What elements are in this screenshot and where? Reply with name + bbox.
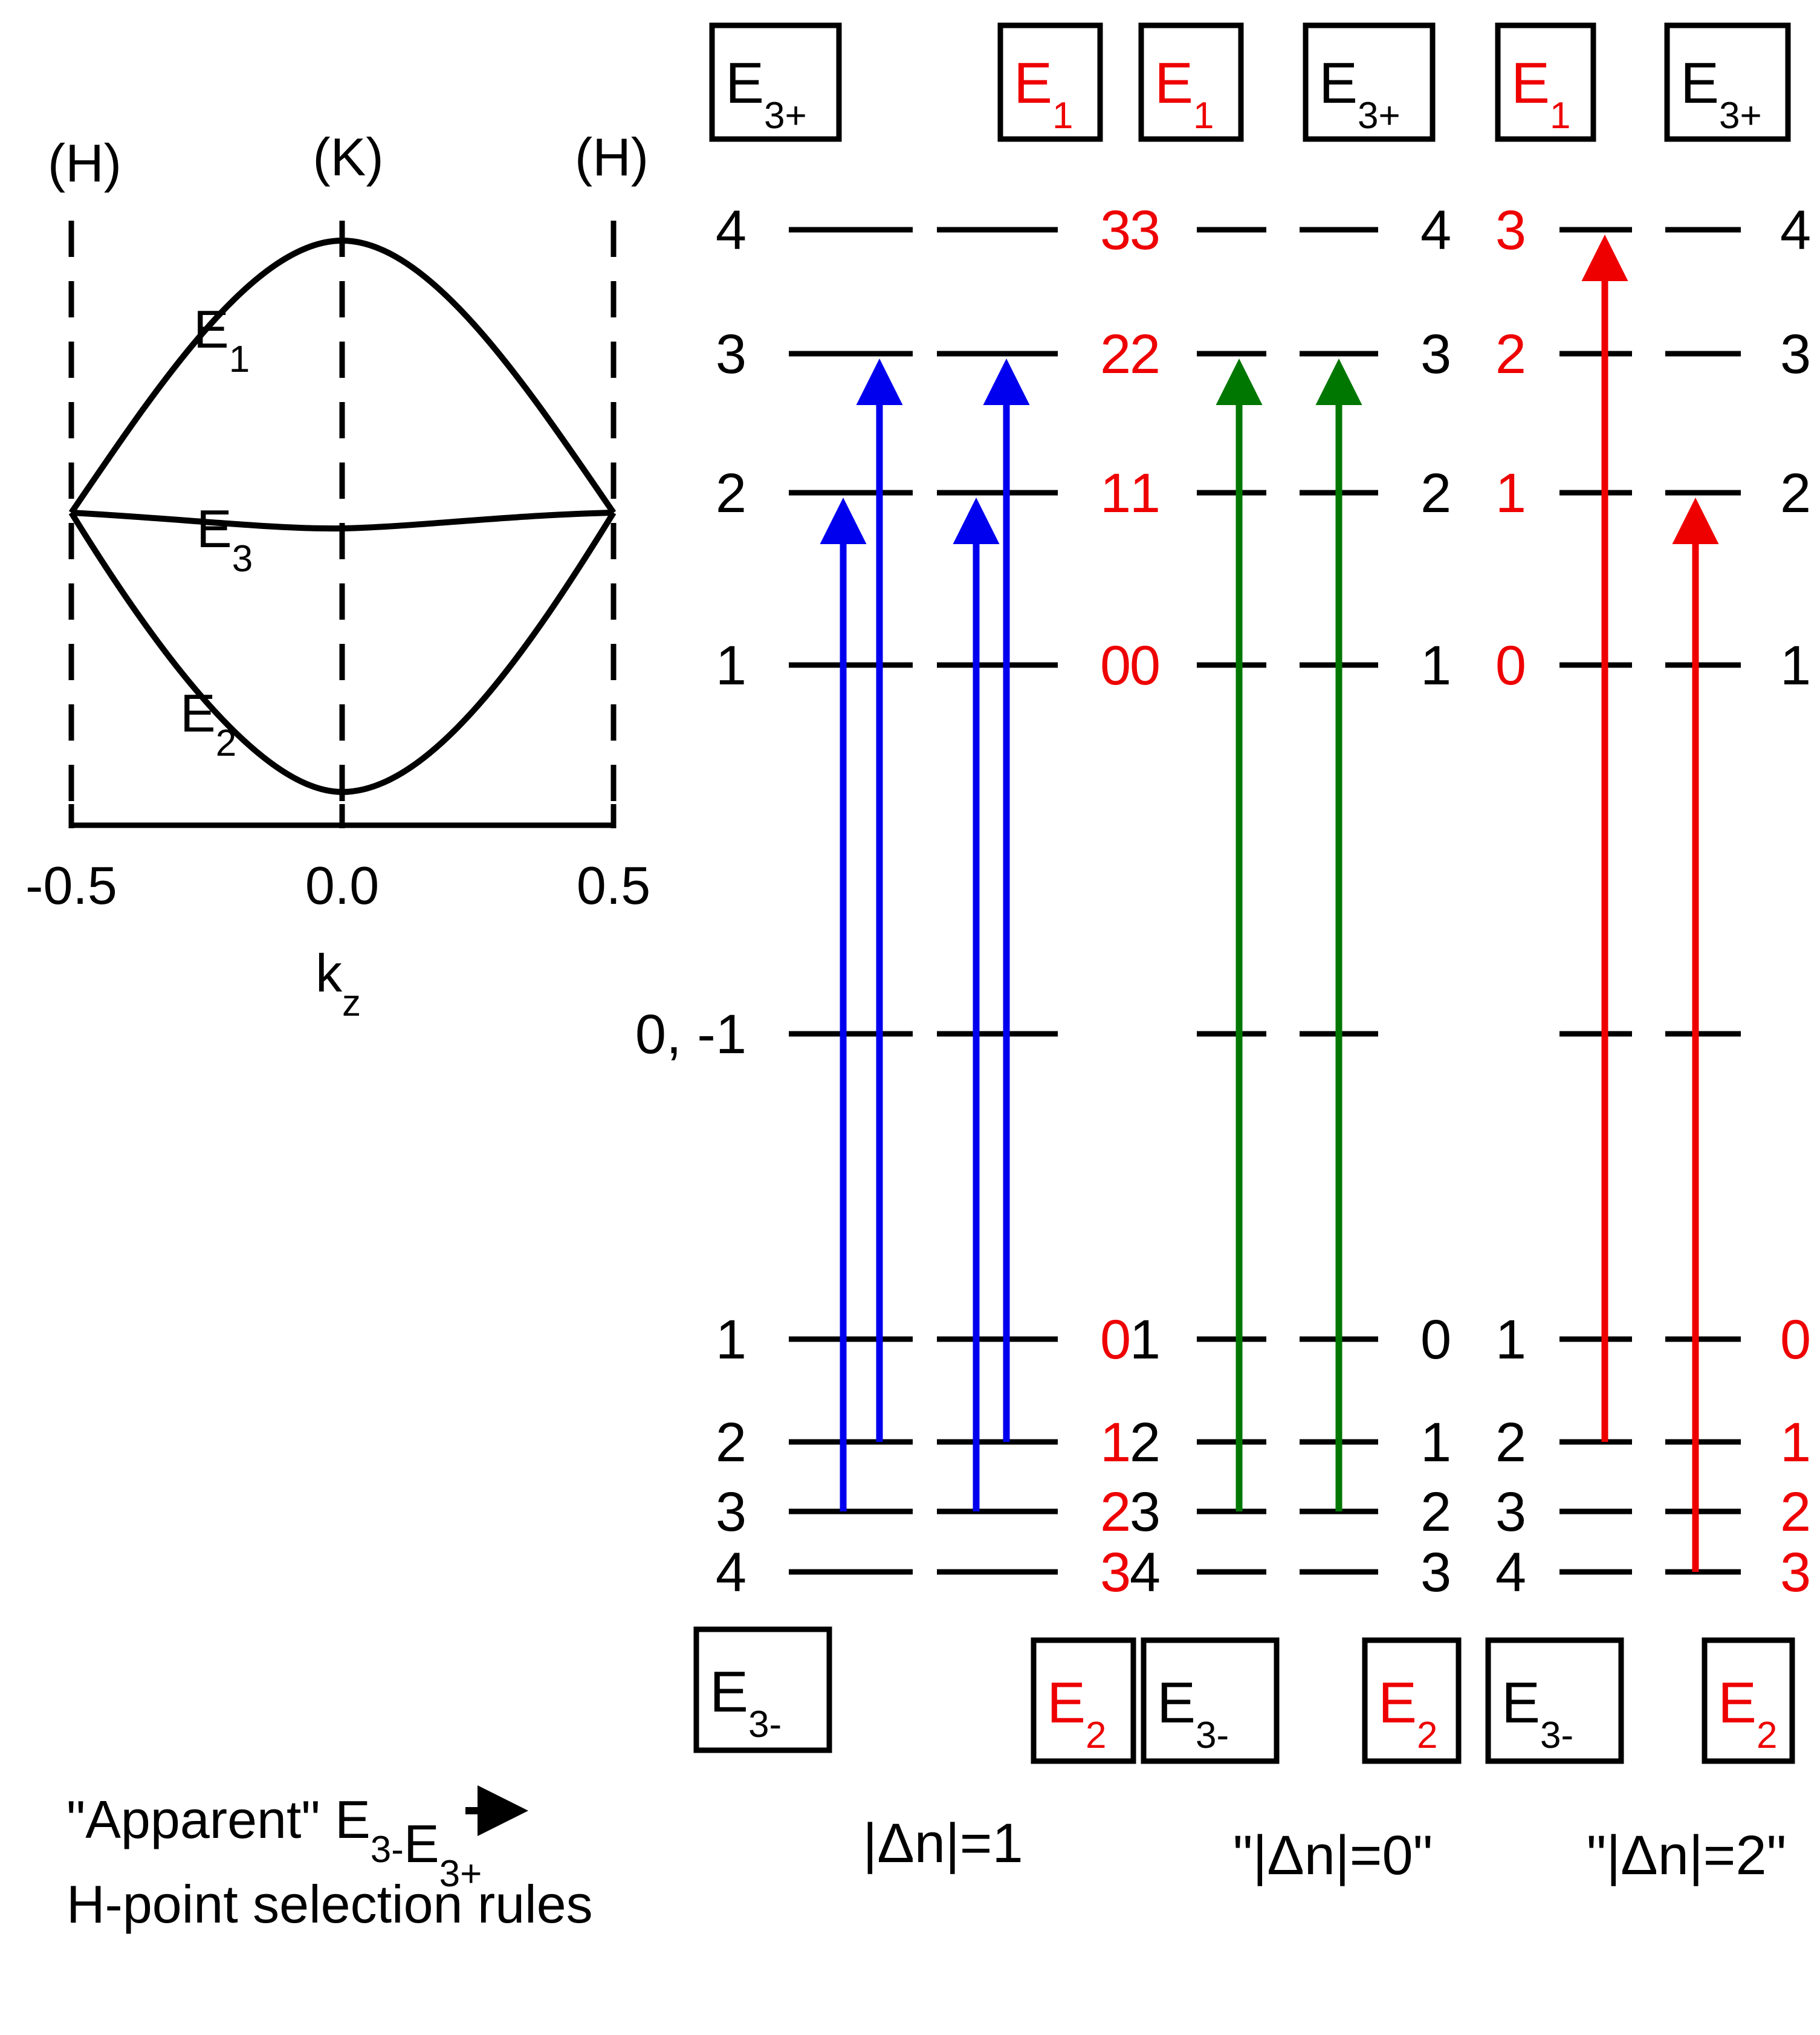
level-number-upper-left: 1 [1495, 462, 1526, 524]
level-number-upper-left: 3 [1495, 200, 1526, 261]
level-number-upper-left: 2 [1495, 323, 1526, 385]
level-number-lower-left: 4 [1130, 1542, 1161, 1603]
state-box-top-label: E3+ [725, 51, 807, 137]
state-box-top-frame [997, 22, 1103, 142]
level-number-lower-left: 1 [1495, 1309, 1526, 1371]
state-box-bottom-frame [1031, 1637, 1136, 1764]
curve-label-e2: E2 [180, 683, 236, 764]
state-box-top-label: E1 [1155, 51, 1214, 137]
state-box-top-frame [1303, 22, 1436, 142]
level-number-upper-right: 2 [1780, 462, 1811, 524]
state-box-top-label: E1 [1511, 51, 1571, 137]
state-box-bottom-frame [1141, 1637, 1280, 1764]
level-number-upper-left: 1 [1130, 462, 1161, 524]
level-number-upper-left: 2 [716, 462, 746, 524]
caption-line-2: H-point selection rules [66, 1874, 593, 1934]
selection-rule-label: "|Δn|=0" [1233, 1825, 1433, 1886]
level-number-upper-left: 1 [716, 635, 746, 696]
state-box-top-frame [1664, 22, 1791, 142]
point-label-k: (K) [313, 127, 383, 187]
level-number-upper-right: 4 [1780, 200, 1811, 261]
curve-label-e1: E1 [193, 299, 250, 380]
level-number-lower-left: 4 [1495, 1542, 1526, 1603]
state-box-bottom-label: E2 [1378, 1670, 1438, 1756]
level-number-lower-right: 2 [1100, 1481, 1131, 1543]
level-number-upper-right: 3 [1780, 323, 1811, 385]
x-axis-label: kz [316, 943, 361, 1024]
level-number-lower-right: 0 [1420, 1309, 1451, 1371]
level-number-lower-right: 3 [1780, 1542, 1811, 1603]
state-box-bottom-frame [693, 1626, 832, 1753]
state-box-top-frame [1138, 22, 1244, 142]
level-number-upper-right: 4 [1420, 200, 1451, 261]
level-number-upper-right: 0 [1100, 635, 1131, 696]
state-box-top-label: E3+ [1319, 51, 1401, 137]
curve-label-e3: E3 [196, 499, 253, 580]
level-number-upper-left: 2 [1130, 323, 1161, 385]
level-number-upper-left: 0 [1130, 635, 1161, 696]
state-box-bottom-label: E3- [710, 1660, 782, 1745]
level-number-upper-left: 0 [1495, 635, 1526, 696]
band-e1-curve [68, 237, 617, 514]
level-number-upper-right: 1 [1100, 462, 1131, 524]
level-number-lower-left: 4 [716, 1542, 746, 1603]
state-box-top-frame [709, 22, 842, 142]
level-number-lower-left: 2 [1495, 1412, 1526, 1473]
level-number-lower-right: 0 [1100, 1309, 1131, 1371]
level-number-lower-right: 2 [1420, 1481, 1451, 1543]
state-box-bottom-label: E2 [1047, 1670, 1107, 1756]
point-label-h-left: (H) [48, 133, 121, 193]
state-box-bottom-label: E3- [1157, 1670, 1229, 1756]
level-number-lower-left: 3 [716, 1481, 746, 1543]
level-number-lower-right: 2 [1780, 1481, 1811, 1543]
level-number-lower-right: 1 [1780, 1412, 1811, 1473]
level-number-lower-left: 1 [1130, 1309, 1161, 1371]
band-e3-curve [71, 510, 614, 532]
level-number-upper-right: 2 [1420, 462, 1451, 524]
state-box-bottom-label: E3- [1501, 1670, 1573, 1756]
level-number-upper-left: 3 [1130, 200, 1161, 261]
level-number-lower-left: 2 [1130, 1412, 1161, 1473]
state-box-bottom-label: E2 [1718, 1670, 1778, 1756]
band-e2-curve [68, 511, 617, 796]
level-number-middle: 0, -1 [635, 1004, 746, 1065]
level-number-upper-right: 1 [1420, 635, 1451, 696]
state-box-top-label: E1 [1014, 51, 1074, 137]
level-number-lower-right: 0 [1780, 1309, 1811, 1371]
x-tick-label-left: -0.5 [25, 855, 117, 915]
state-box-bottom-frame [1485, 1637, 1624, 1764]
state-box-bottom-frame [1702, 1637, 1795, 1764]
state-box-bottom-frame [1362, 1637, 1462, 1764]
level-number-lower-left: 3 [1495, 1481, 1526, 1543]
selection-rule-label: "|Δn|=2" [1587, 1825, 1787, 1886]
level-number-lower-left: 2 [716, 1412, 746, 1473]
caption-line-1: "Apparent" E3-E3+ [66, 1790, 482, 1895]
level-number-upper-left: 4 [716, 200, 746, 261]
level-number-lower-left: 3 [1130, 1481, 1161, 1543]
level-number-lower-left: 1 [716, 1309, 746, 1371]
band-plot-labels: (H) (K) (H) E1 E3 E2 -0.5 0.0 0.5 kz [25, 127, 650, 1024]
level-number-upper-right: 2 [1100, 323, 1131, 385]
level-number-lower-right: 1 [1100, 1412, 1131, 1473]
state-box-top-frame [1495, 22, 1596, 142]
level-number-upper-left: 3 [716, 323, 746, 385]
level-number-lower-right: 1 [1420, 1412, 1451, 1473]
level-number-lower-right: 3 [1100, 1542, 1131, 1603]
band-plot [68, 221, 617, 828]
x-tick-label-center: 0.0 [305, 855, 379, 915]
level-number-upper-right: 3 [1100, 200, 1131, 261]
level-number-upper-right: 3 [1420, 323, 1451, 385]
level-number-lower-right: 3 [1420, 1542, 1451, 1603]
state-box-top-label: E3+ [1680, 51, 1762, 137]
point-label-h-right: (H) [575, 127, 649, 187]
bottom-caption: "Apparent" E3-E3+ H-point selection rule… [66, 1785, 593, 1934]
level-number-upper-right: 1 [1780, 635, 1811, 696]
selection-rule-label: |Δn|=1 [863, 1813, 1023, 1874]
x-tick-label-right: 0.5 [577, 855, 650, 915]
